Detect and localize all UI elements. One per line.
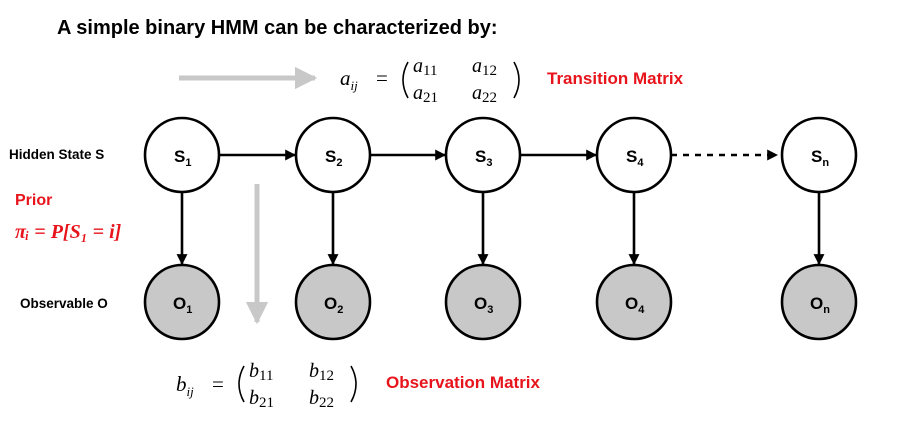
prior-label: Prior (15, 192, 52, 209)
svg-text:O2: O2 (324, 294, 343, 316)
svg-text:S3: S3 (475, 147, 492, 169)
matrix-cell-b11: b11 (249, 360, 273, 384)
hidden-state-row-label: Hidden State S (9, 147, 104, 162)
observed-node-1: O1 (143, 263, 221, 341)
svg-text:O4: O4 (625, 294, 645, 316)
observed-node-4: O4 (595, 263, 673, 341)
left-paren (238, 365, 245, 403)
hidden-node-n: Sn (780, 116, 858, 194)
matrix-cell-b12: b12 (309, 360, 334, 384)
prior-formula: πᵢ = P[S₁ = i] (15, 221, 122, 243)
right-paren (513, 61, 520, 99)
hidden-node-4: S4 (595, 116, 673, 194)
transition-matrix-equation: aij = a11 a12 a21 a22 (340, 55, 520, 106)
diagram-title: A simple binary HMM can be characterized… (57, 17, 498, 39)
hidden-node-2: S2 (294, 116, 372, 194)
hidden-node-3: S3 (444, 116, 522, 194)
observed-node-2: O2 (294, 263, 372, 341)
matrix-cell-a12: a12 (472, 55, 497, 79)
equals-sign: = (212, 372, 224, 396)
transition-lhs: aij (340, 66, 358, 93)
matrix-cell-b22: b22 (309, 387, 334, 411)
svg-text:O3: O3 (474, 294, 493, 316)
left-paren (402, 61, 409, 99)
observed-node-3: O3 (444, 263, 522, 341)
svg-text:S1: S1 (174, 147, 191, 169)
matrix-cell-b21: b21 (249, 387, 274, 411)
svg-text:O1: O1 (173, 294, 192, 316)
observed-node-n: On (780, 263, 858, 341)
hidden-node-1: S1 (143, 116, 221, 194)
matrix-cell-a21: a21 (413, 82, 438, 106)
equals-sign: = (376, 66, 388, 90)
right-paren (350, 365, 357, 403)
observation-matrix-equation: bij = b11 b12 b21 b22 (176, 360, 357, 411)
svg-text:On: On (810, 294, 830, 316)
matrix-cell-a22: a22 (472, 82, 497, 106)
observation-matrix-label: Observation Matrix (386, 373, 541, 392)
observation-lhs: bij (176, 372, 194, 399)
matrix-cell-a11: a11 (413, 55, 437, 79)
transition-matrix-label: Transition Matrix (547, 69, 684, 88)
observable-row-label: Observable O (20, 296, 108, 311)
svg-text:S2: S2 (325, 147, 342, 169)
svg-text:Sn: Sn (811, 147, 829, 169)
svg-text:S4: S4 (626, 147, 644, 169)
